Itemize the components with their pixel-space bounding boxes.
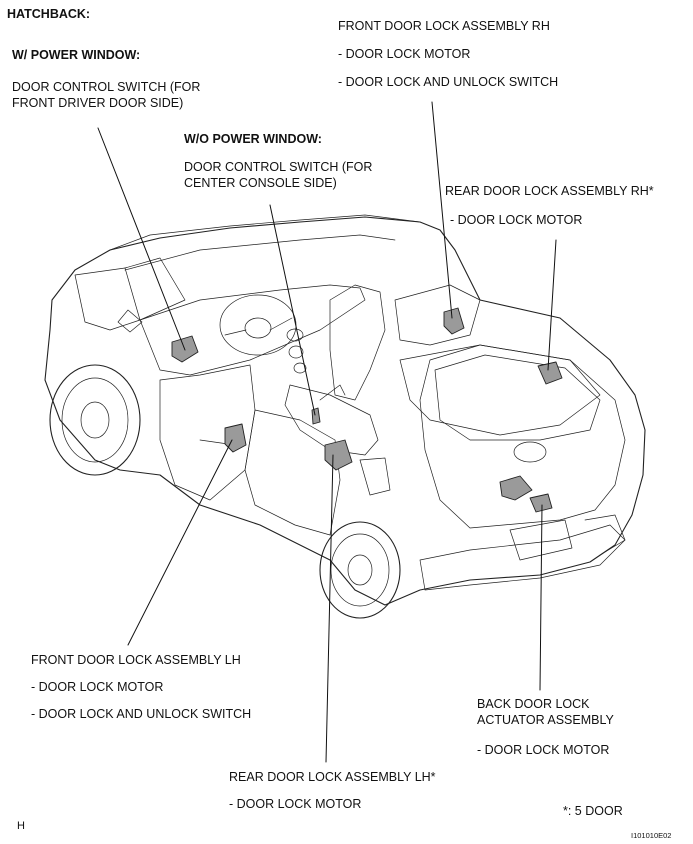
side-mirror bbox=[117, 309, 143, 333]
rear-window bbox=[434, 354, 601, 441]
front-door-lock-lh-item1: - DOOR LOCK MOTOR bbox=[31, 680, 164, 694]
leader-front-driver-switch bbox=[97, 127, 186, 351]
door-control-switch-center-console bbox=[311, 407, 321, 425]
leader-back-door bbox=[539, 504, 543, 691]
body-outline bbox=[44, 216, 646, 606]
rear-door-lh bbox=[244, 409, 341, 536]
page-title: HATCHBACK: bbox=[7, 7, 91, 21]
dashboard bbox=[139, 284, 366, 376]
back-door-lock-motor bbox=[529, 493, 553, 513]
tail-light bbox=[359, 457, 391, 496]
rear-door-lock-rh-item1: - DOOR LOCK MOTOR bbox=[450, 213, 583, 227]
rear-door-lock-rh bbox=[537, 361, 563, 385]
door-control-front-label-line1: DOOR CONTROL SWITCH (FOR bbox=[12, 80, 201, 94]
corner-mark: H bbox=[17, 820, 25, 832]
front-door-lock-lh bbox=[224, 423, 247, 453]
steering-wheel bbox=[219, 294, 297, 356]
door-control-center-label-line2: CENTER CONSOLE SIDE) bbox=[184, 176, 337, 190]
center-console bbox=[284, 384, 379, 456]
leader-rear-rh bbox=[547, 239, 557, 371]
license-plate bbox=[509, 519, 573, 561]
roof-inner bbox=[124, 234, 396, 271]
back-door bbox=[419, 344, 626, 529]
rear-emblem bbox=[513, 441, 547, 463]
five-door-footnote: *: 5 DOOR bbox=[563, 804, 623, 818]
leader-front-rh bbox=[431, 101, 453, 319]
a-pillar bbox=[124, 257, 186, 321]
rear-bumper bbox=[419, 524, 626, 591]
back-door-lock-actuator bbox=[499, 475, 533, 501]
front-door-lock-rh-item2: - DOOR LOCK AND UNLOCK SWITCH bbox=[338, 75, 559, 89]
rear-seat bbox=[394, 284, 481, 346]
back-door-lock-label-line2: ACTUATOR ASSEMBLY bbox=[477, 713, 614, 727]
front-door-lock-rh bbox=[443, 307, 465, 335]
rear-door-lock-lh-title: REAR DOOR LOCK ASSEMBLY LH* bbox=[229, 770, 436, 784]
front-wheel-lh bbox=[49, 364, 141, 476]
front-door-lock-rh-title: FRONT DOOR LOCK ASSEMBLY RH bbox=[338, 19, 550, 33]
front-seat bbox=[329, 284, 386, 401]
rear-door-lock-lh-item1: - DOOR LOCK MOTOR bbox=[229, 797, 362, 811]
wo-power-window-heading: W/O POWER WINDOW: bbox=[184, 132, 322, 146]
front-door-lock-lh-item2: - DOOR LOCK AND UNLOCK SWITCH bbox=[31, 707, 252, 721]
leader-rear-lh bbox=[325, 454, 334, 763]
door-control-front-label-line2: FRONT DRIVER DOOR SIDE) bbox=[12, 96, 184, 110]
windshield bbox=[74, 267, 141, 331]
rear-wheel-lh bbox=[319, 521, 401, 619]
roof-line bbox=[109, 214, 421, 251]
rear-door-lock-lh bbox=[324, 439, 353, 471]
leader-center-console-switch bbox=[269, 204, 316, 416]
door-control-center-label-line1: DOOR CONTROL SWITCH (FOR bbox=[184, 160, 373, 174]
front-door-lock-lh-title: FRONT DOOR LOCK ASSEMBLY LH bbox=[31, 653, 241, 667]
back-door-lock-item1: - DOOR LOCK MOTOR bbox=[477, 743, 610, 757]
w-power-window-heading: W/ POWER WINDOW: bbox=[12, 48, 141, 62]
cargo-area bbox=[399, 344, 601, 436]
rear-door-lock-rh-title: REAR DOOR LOCK ASSEMBLY RH* bbox=[445, 184, 654, 198]
back-door-lock-label-line1: BACK DOOR LOCK bbox=[477, 697, 590, 711]
steering-hub bbox=[244, 317, 272, 339]
figure-code: I101010E02 bbox=[631, 831, 672, 840]
front-door-lock-rh-item1: - DOOR LOCK MOTOR bbox=[338, 47, 471, 61]
leader-front-lh bbox=[127, 439, 233, 646]
